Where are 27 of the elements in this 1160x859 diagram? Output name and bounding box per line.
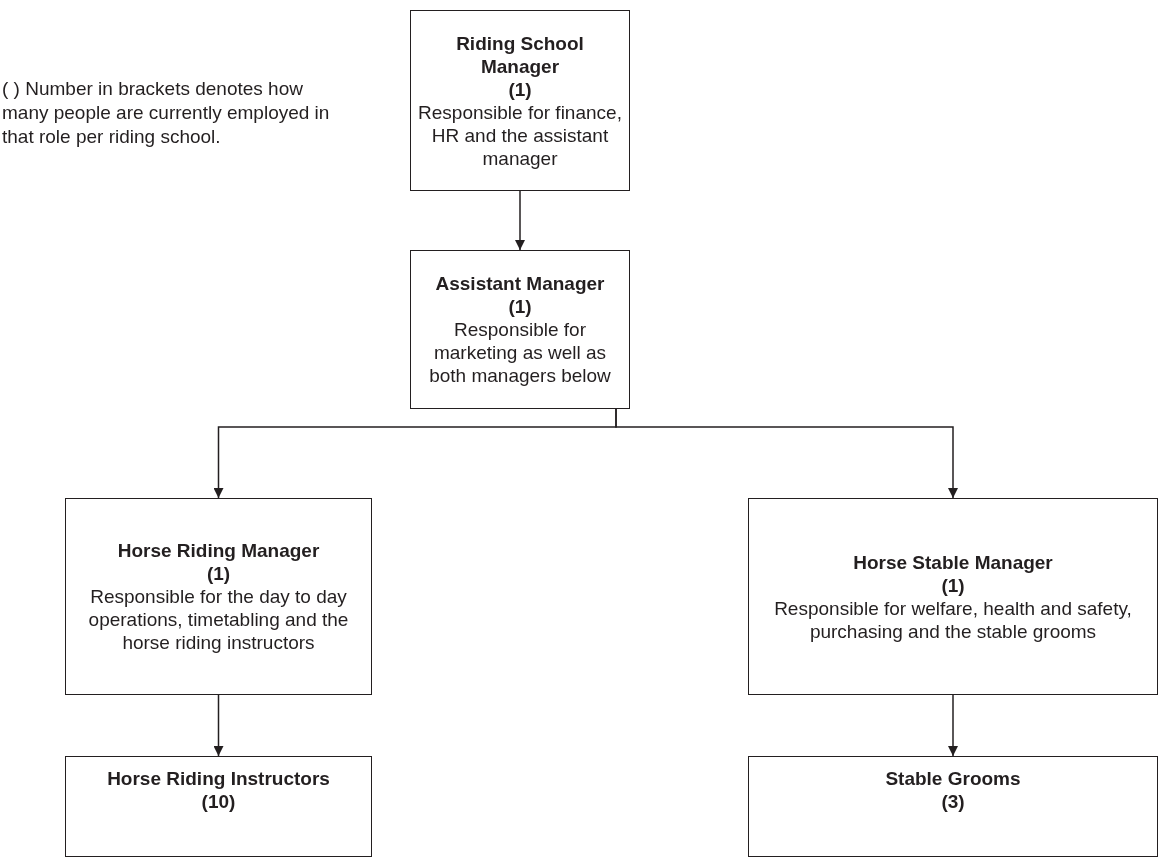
headcount: (1): [941, 573, 965, 597]
role-description: Responsible for marketing as well as both managers below: [428, 318, 612, 387]
role-title: Horse Stable Manager: [853, 550, 1053, 574]
headcount: (10): [201, 790, 236, 813]
role-title: Horse Riding Instructors: [107, 767, 330, 790]
arrow: [213, 694, 224, 757]
headcount: (1): [508, 295, 532, 318]
role-title: Riding School Manager: [455, 31, 585, 78]
role-title: Assistant Manager: [435, 272, 605, 295]
role-box: [410, 250, 630, 409]
role-box: [748, 498, 1158, 695]
arrow: [515, 190, 525, 251]
role-box: [65, 756, 372, 857]
role-title: Horse Riding Manager: [117, 539, 320, 562]
note-text: ( ) Number in brackets denotes how many people are currently employed in that role per riding school.: [2, 77, 331, 149]
headcount: (3): [941, 790, 965, 813]
arrow: [948, 694, 958, 757]
arrow: [615, 408, 958, 499]
role-box: [748, 756, 1158, 857]
headcount: (1): [508, 77, 532, 101]
role-description: Responsible for the day to day operations, timetabling and the horse riding instructors: [87, 585, 350, 654]
role-box: [410, 10, 630, 191]
headcount: (1): [206, 562, 231, 585]
role-description: Responsible for welfare, health and safety, purchasing and the stable grooms: [773, 596, 1133, 643]
role-title: Stable Grooms: [885, 767, 1021, 790]
role-box: [65, 498, 372, 695]
role-description: Responsible for finance, HR and the assistant manager: [417, 100, 623, 170]
